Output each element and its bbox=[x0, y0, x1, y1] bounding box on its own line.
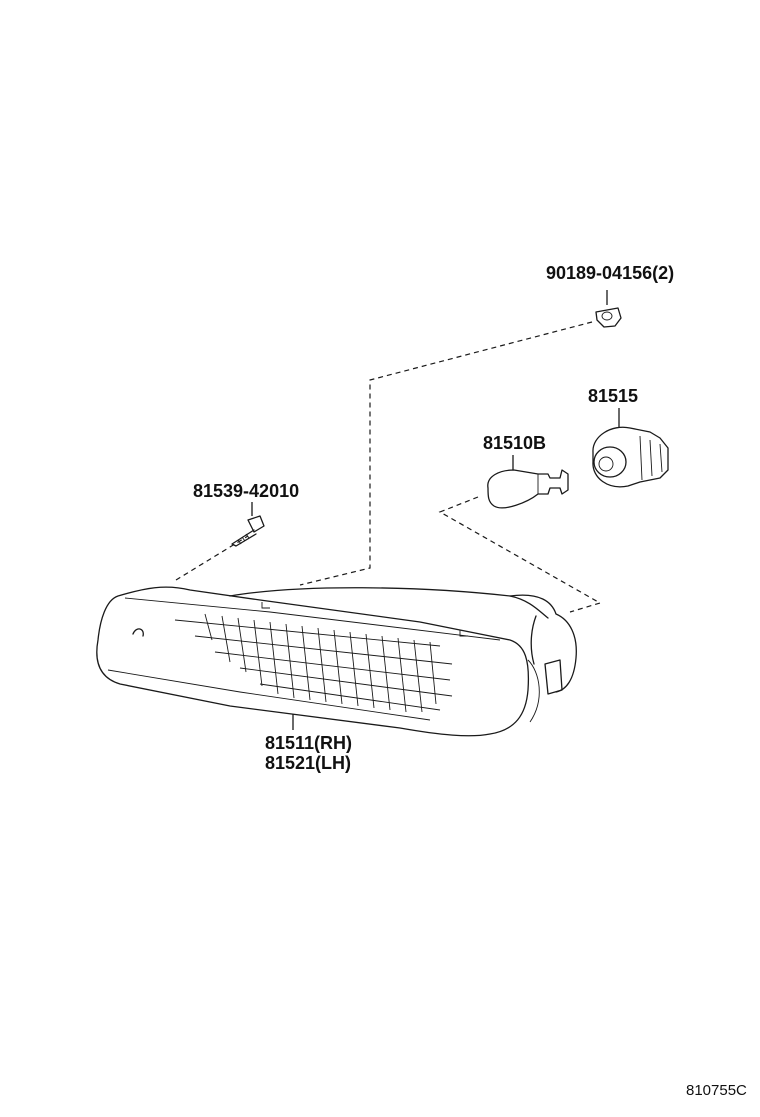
part-number-clip[interactable]: 90189-04156(2) bbox=[546, 263, 675, 283]
reference-lines bbox=[175, 321, 602, 613]
part-number-lamp-rh[interactable]: 81511(RH) bbox=[265, 733, 353, 753]
clip-drawing bbox=[595, 290, 622, 328]
part-number-lamp-lh[interactable]: 81521(LH) bbox=[265, 753, 352, 773]
figure-id: 810755C bbox=[686, 1082, 747, 1099]
part-number-bulb[interactable]: 81510B bbox=[483, 433, 547, 453]
lens-grid bbox=[174, 613, 453, 713]
screw-drawing bbox=[231, 502, 265, 547]
part-number-socket[interactable]: 81515 bbox=[588, 386, 639, 406]
socket-drawing bbox=[592, 408, 669, 488]
bulb-drawing bbox=[487, 455, 569, 509]
part-number-screw[interactable]: 81539-42010 bbox=[193, 481, 300, 501]
lamp-drawing bbox=[96, 586, 577, 737]
